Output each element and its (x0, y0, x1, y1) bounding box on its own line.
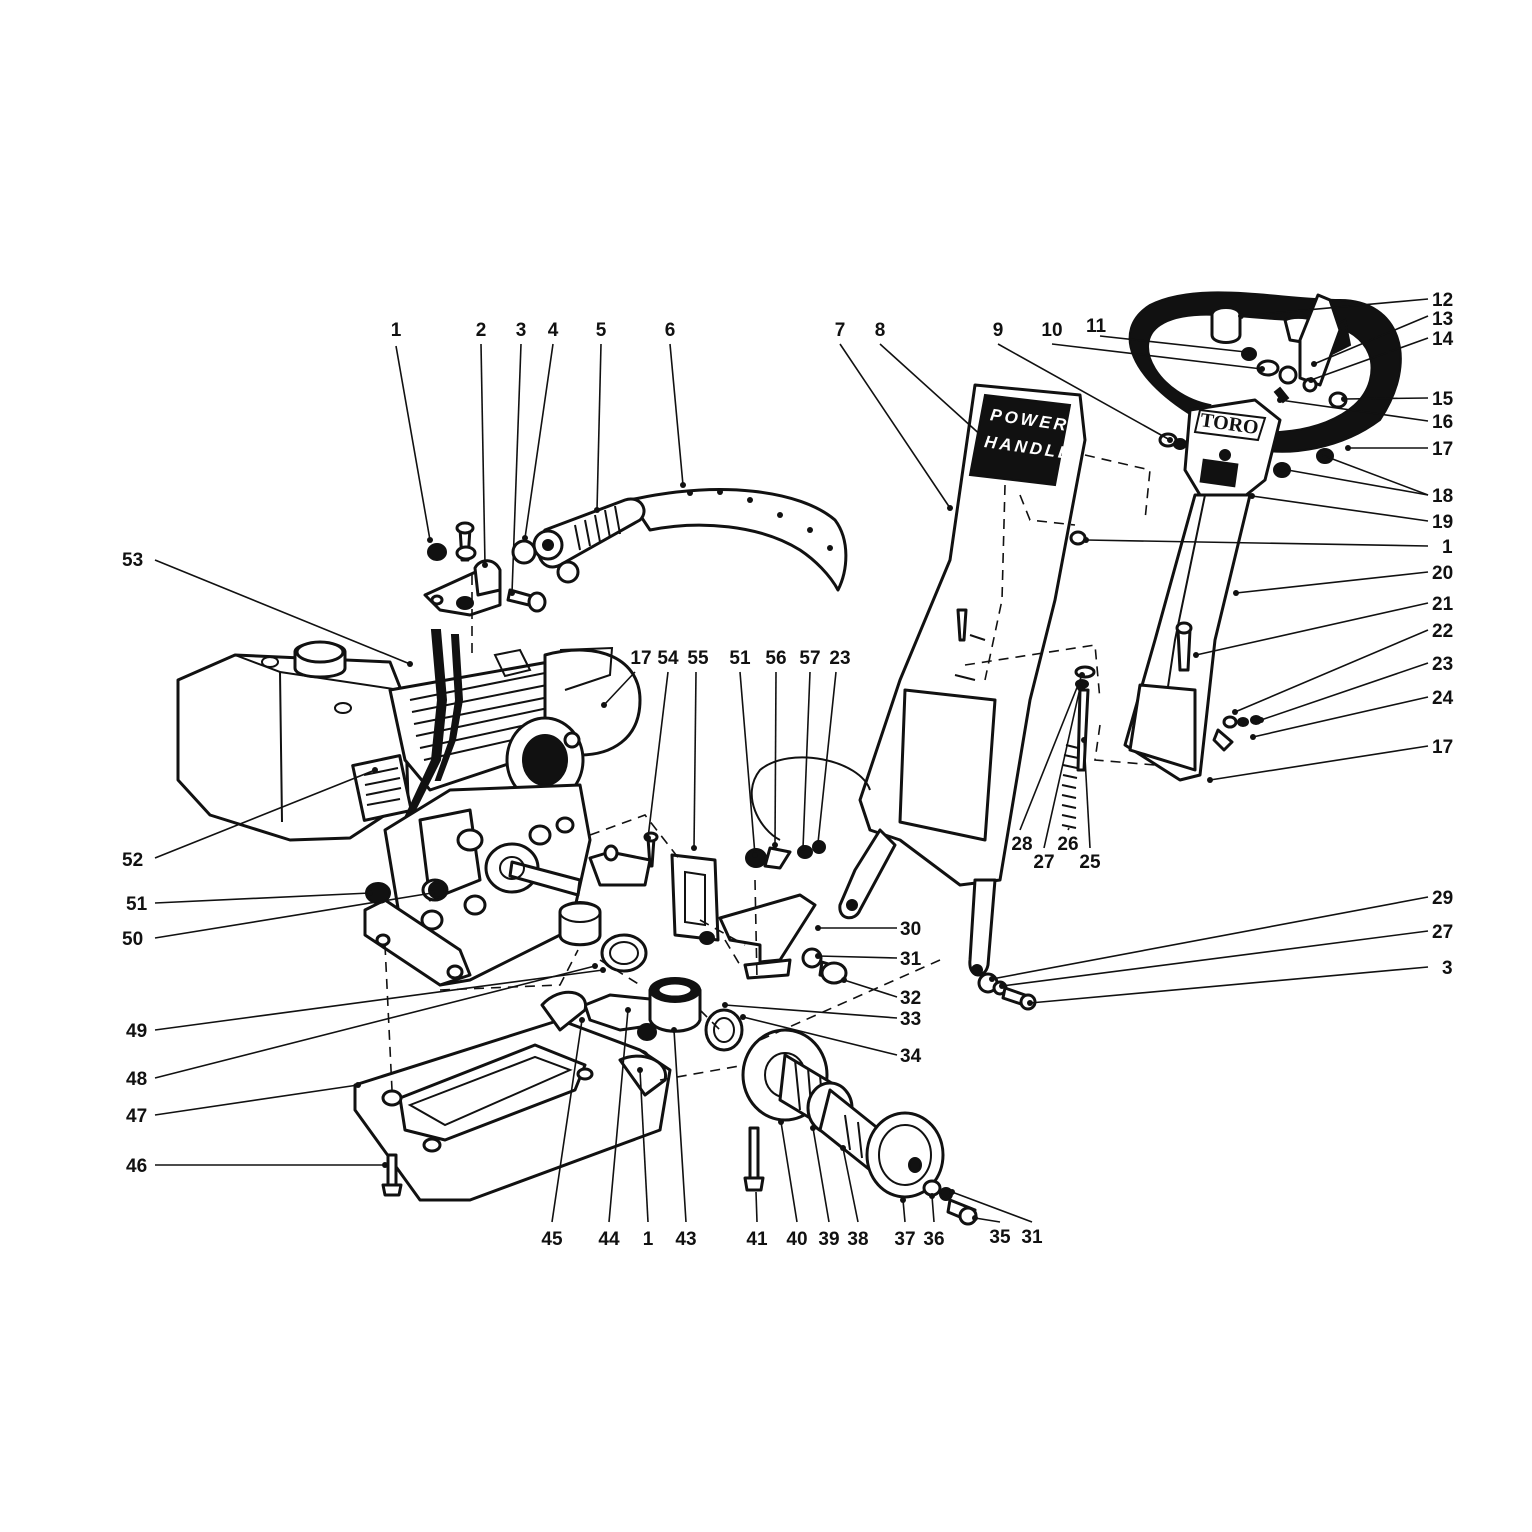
callout-48: 48 (126, 1069, 147, 1090)
tine-hub (741, 972, 1037, 1226)
base-plate (353, 990, 672, 1202)
callout-12: 12 (1432, 290, 1453, 311)
handle-cover: POWER HANDLE (838, 383, 1087, 977)
callout-34: 34 (900, 1046, 922, 1067)
leader-lines (154, 298, 1429, 1223)
callout-36: 36 (923, 1229, 944, 1250)
grip-and-shift-arc (511, 488, 848, 592)
mid-assembly (558, 831, 848, 1067)
callout-51-left: 51 (126, 894, 148, 915)
callout-1-top: 1 (391, 320, 402, 341)
callout-8: 8 (875, 320, 886, 341)
callout-53: 53 (122, 550, 143, 571)
callout-45: 45 (541, 1229, 563, 1250)
callout-7: 7 (835, 320, 846, 341)
callout-28: 28 (1011, 834, 1032, 855)
callout-55: 55 (687, 648, 709, 669)
spring-rod (1061, 665, 1096, 829)
callout-56: 56 (765, 648, 786, 669)
callout-47: 47 (126, 1106, 147, 1127)
callout-44: 44 (598, 1229, 620, 1250)
callout-40: 40 (786, 1229, 807, 1250)
callout-30: 30 (900, 919, 921, 940)
callout-35: 35 (989, 1227, 1011, 1248)
callout-43: 43 (675, 1229, 696, 1250)
callout-37: 37 (894, 1229, 915, 1250)
callout-9: 9 (993, 320, 1004, 341)
callout-1-bottom: 1 (643, 1229, 654, 1250)
callout-54: 54 (657, 648, 679, 669)
callout-32: 32 (900, 988, 921, 1009)
callout-26: 26 (1057, 834, 1078, 855)
callout-23-mid: 23 (829, 648, 850, 669)
callout-3-top: 3 (516, 320, 527, 341)
callout-20: 20 (1432, 563, 1453, 584)
callout-39: 39 (818, 1229, 839, 1250)
assembly-dash-lines (384, 454, 1156, 1091)
callout-24: 24 (1432, 688, 1454, 709)
callout-11: 11 (1086, 316, 1107, 337)
callout-10: 10 (1041, 320, 1062, 341)
callout-49: 49 (126, 1021, 147, 1042)
callout-57: 57 (799, 648, 820, 669)
callout-38: 38 (847, 1229, 868, 1250)
callout-31-mid: 31 (900, 949, 922, 970)
callout-17-right-low: 17 (1432, 737, 1453, 758)
engine-assembly (176, 629, 642, 987)
callout-23-right: 23 (1432, 654, 1453, 675)
callout-13: 13 (1432, 309, 1453, 330)
callout-6: 6 (665, 320, 676, 341)
callout-17-right-top: 17 (1432, 439, 1453, 460)
control-handle: TORO (1069, 291, 1402, 782)
callout-labels: 1 2 3 4 5 6 7 8 9 10 11 12 13 14 15 16 1… (122, 290, 1454, 1250)
callout-52: 52 (122, 850, 143, 871)
callout-25: 25 (1079, 852, 1101, 873)
callout-4: 4 (548, 320, 559, 341)
callout-1-right: 1 (1442, 537, 1453, 558)
callout-27-mid: 27 (1033, 852, 1054, 873)
callout-29: 29 (1432, 888, 1453, 909)
callout-18: 18 (1432, 486, 1453, 507)
callout-22: 22 (1432, 621, 1453, 642)
callout-51-mid: 51 (729, 648, 751, 669)
callout-16: 16 (1432, 412, 1453, 433)
callout-19: 19 (1432, 512, 1453, 533)
callout-33: 33 (900, 1009, 921, 1030)
engine-bracket (423, 521, 547, 617)
callout-2: 2 (476, 320, 487, 341)
callout-21: 21 (1432, 594, 1454, 615)
callout-31-bottom: 31 (1021, 1227, 1043, 1248)
callout-15: 15 (1432, 389, 1454, 410)
callout-27-right: 27 (1432, 922, 1453, 943)
callout-3-right: 3 (1442, 958, 1453, 979)
callout-5: 5 (596, 320, 607, 341)
callout-14: 14 (1432, 329, 1454, 350)
callout-41: 41 (746, 1229, 768, 1250)
callout-50: 50 (122, 929, 143, 950)
callout-17-mid: 17 (630, 648, 651, 669)
callout-46: 46 (126, 1156, 147, 1177)
